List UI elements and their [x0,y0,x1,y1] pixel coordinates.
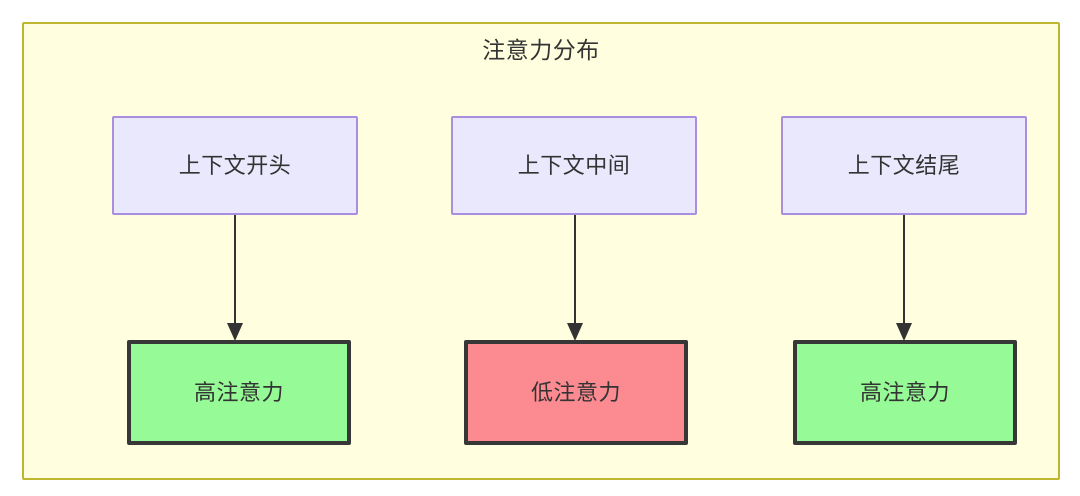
node-context-end[interactable]: 上下文结尾 [781,116,1027,215]
node-high-attention-start-label: 高注意力 [193,379,284,405]
edge-end-to-high-attention [893,215,915,342]
subgraph-title: 注意力分布 [482,37,600,63]
node-context-middle[interactable]: 上下文中间 [451,116,697,215]
node-context-start-label: 上下文开头 [178,152,292,178]
down-arrow-icon [227,323,243,341]
node-context-middle-label: 上下文中间 [517,152,631,178]
edge-middle-to-low-attention [564,215,586,342]
node-low-attention-middle[interactable]: 低注意力 [464,340,688,445]
edge-start-to-high-attention [224,215,246,342]
node-context-end-label: 上下文结尾 [847,152,961,178]
node-low-attention-middle-label: 低注意力 [530,379,621,405]
down-arrow-icon [567,323,583,341]
node-high-attention-start[interactable]: 高注意力 [127,340,351,445]
node-context-start[interactable]: 上下文开头 [112,116,358,215]
node-high-attention-end-label: 高注意力 [859,379,950,405]
node-high-attention-end[interactable]: 高注意力 [793,340,1017,445]
attention-distribution-subgraph: 注意力分布 上下文开头 上下文中间 上下文结尾 [22,22,1060,480]
down-arrow-icon [896,323,912,341]
